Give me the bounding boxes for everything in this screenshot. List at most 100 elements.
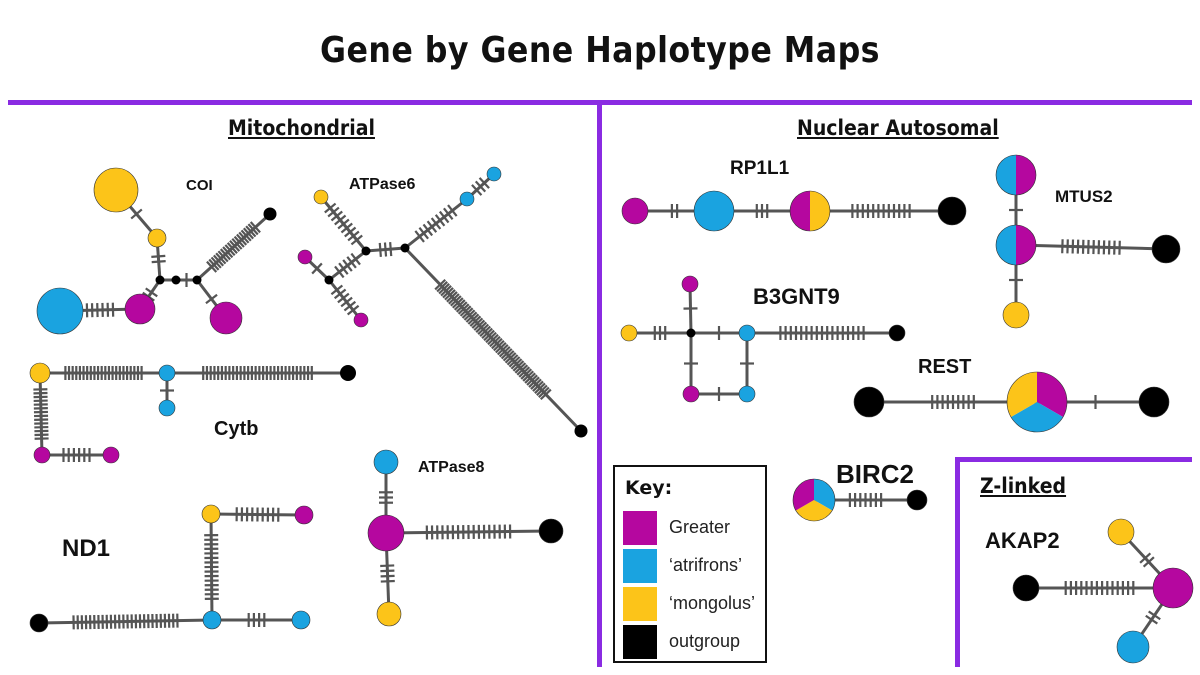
mutation-tick — [448, 293, 460, 305]
median-vector — [400, 243, 410, 253]
mutation-tick — [463, 309, 476, 321]
mutation-tick — [346, 304, 360, 316]
outgroup-node — [263, 207, 277, 221]
haplotype-node-outline — [1006, 371, 1068, 433]
haplotype-slice — [996, 155, 1016, 195]
zlinked-left-divider — [955, 457, 960, 667]
haplotype-node — [124, 293, 156, 325]
vertical-divider — [597, 100, 602, 667]
legend-swatch-outgroup — [623, 625, 657, 659]
haplotype-node — [937, 196, 967, 226]
mutation-tick — [438, 210, 450, 224]
mutation-tick — [311, 262, 323, 275]
mutation-tick — [346, 256, 357, 269]
median-vector — [686, 328, 696, 338]
legend-item-atrifrons: ‘atrifrons’ — [623, 549, 763, 583]
mutation-tick — [426, 220, 438, 233]
mutation-tick — [224, 244, 236, 257]
haplotype-node — [313, 189, 329, 205]
haplotype-node — [29, 362, 51, 384]
mutation-tick — [330, 284, 344, 296]
mutation-tick — [534, 382, 546, 394]
mutation-tick — [337, 218, 350, 230]
haplotype-node — [1116, 630, 1150, 664]
haplotype-node — [853, 386, 885, 418]
haplotype-node — [738, 324, 756, 342]
haplotype-node-outline — [789, 190, 831, 232]
mutation-tick — [479, 325, 491, 338]
haplotype-node — [294, 505, 314, 525]
mutation-tick — [380, 574, 395, 578]
gene-label-akap2: AKAP2 — [985, 528, 1060, 553]
haplotype-node — [693, 190, 735, 232]
mutation-tick — [498, 346, 511, 358]
mutation-tick — [418, 226, 429, 240]
mutation-tick — [238, 231, 250, 244]
legend-item-greater: Greater — [623, 511, 763, 545]
mutation-tick — [226, 242, 238, 254]
mutation-tick — [247, 223, 259, 236]
mutation-tick — [342, 259, 353, 272]
gene-label-rp1l1: RP1L1 — [730, 158, 790, 179]
mutation-tick — [1148, 610, 1161, 621]
haplotype-node — [201, 504, 221, 524]
gene-label-atpase8: ATPase8 — [418, 459, 485, 476]
mutation-tick — [145, 287, 158, 298]
mutation-tick — [487, 333, 499, 346]
mutation-tick — [532, 380, 544, 392]
mutation-tick — [504, 352, 517, 364]
haplotype-node — [209, 301, 243, 335]
mutation-tick — [485, 331, 497, 344]
median-vector — [361, 246, 371, 256]
legend-swatch-mongolus — [623, 587, 657, 621]
mutation-tick — [474, 180, 487, 193]
mutation-tick — [459, 305, 472, 317]
mutation-tick — [151, 254, 166, 259]
haplotype-slice — [1007, 372, 1037, 417]
legend-item-outgroup: outgroup — [623, 625, 763, 659]
mutation-tick — [489, 335, 501, 348]
mutation-tick — [443, 207, 454, 221]
mutation-tick — [510, 358, 523, 370]
mutation-tick — [1145, 614, 1158, 625]
haplotype-node-outline — [792, 478, 836, 522]
haplotype-node — [906, 489, 928, 511]
mutation-tick — [471, 317, 484, 329]
mutation-tick — [380, 569, 395, 573]
gene-label-cytb: Cytb — [214, 418, 259, 440]
mutation-tick — [539, 388, 552, 401]
median-vector — [155, 275, 165, 285]
mutation-tick — [333, 288, 347, 300]
mutation-tick — [350, 234, 363, 246]
gene-label-rest: REST — [918, 356, 972, 378]
mutation-tick — [442, 287, 454, 299]
haplotype-node — [202, 610, 222, 630]
mutation-tick — [522, 370, 535, 382]
mutation-tick — [536, 384, 548, 396]
mutation-tick — [414, 230, 425, 243]
mutation-tick — [496, 344, 509, 356]
section-zlinked: Z-linked — [980, 474, 1067, 498]
mutation-tick — [240, 229, 252, 242]
mutation-tick — [215, 252, 227, 265]
network-edge — [38, 372, 44, 456]
mutation-tick — [438, 283, 450, 295]
mutation-tick — [465, 311, 478, 323]
mutation-tick — [440, 285, 452, 297]
mutation-tick — [514, 362, 527, 374]
mutation-tick — [389, 242, 393, 257]
mutation-tick — [236, 233, 248, 246]
mutation-tick — [502, 350, 515, 362]
mutation-tick — [528, 376, 540, 388]
mutation-tick — [1139, 552, 1152, 564]
mutation-tick — [327, 206, 340, 218]
haplotype-node — [158, 364, 176, 382]
section-mitochondrial: Mitochondrial — [228, 116, 375, 140]
legend: Key: Greater ‘atrifrons’ ‘mongolus’ outg… — [613, 465, 767, 663]
haplotype-node — [147, 228, 167, 248]
haplotype-slice — [1016, 225, 1036, 265]
gene-label-atpase6: ATPase6 — [349, 176, 416, 193]
haplotype-slice — [996, 225, 1016, 265]
haplotype-node — [36, 287, 84, 335]
mutation-tick — [324, 202, 337, 214]
